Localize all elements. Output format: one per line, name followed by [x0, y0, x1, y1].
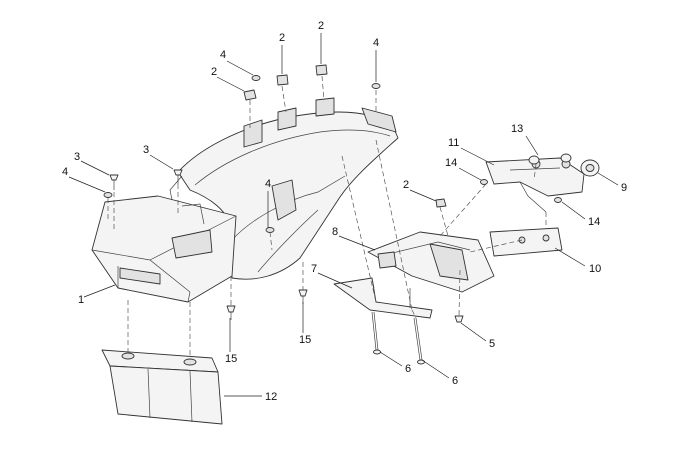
callout-number-13: 13: [511, 123, 523, 135]
callout-leader-6: [421, 359, 450, 379]
battery-box: [91, 195, 237, 303]
callout-leader-3: [80, 160, 110, 176]
callout-number-3: 3: [143, 144, 149, 156]
callout-number-2: 2: [318, 20, 324, 32]
callout-leader-3: [149, 154, 174, 170]
callout-leader-4: [68, 176, 106, 193]
callout-number-8: 8: [332, 226, 338, 238]
support-bracket: [333, 277, 433, 319]
callout-leader-13: [525, 135, 539, 156]
callout-number-2: 2: [211, 66, 217, 78]
grommet: [580, 159, 600, 177]
callout-leader-2: [409, 189, 437, 202]
callout-leader-7: [317, 272, 353, 289]
signal-bracket: [485, 157, 585, 213]
callout-number-4: 4: [265, 178, 271, 190]
callout-number-10: 10: [589, 263, 601, 275]
callout-number-7: 7: [311, 263, 317, 275]
callout-number-14: 14: [588, 216, 600, 228]
battery-cover: [101, 349, 223, 425]
callout-number-15: 15: [225, 353, 237, 365]
callout-number-6: 6: [405, 363, 411, 375]
callout-number-12: 12: [265, 391, 277, 403]
callout-leader-8: [338, 235, 376, 251]
callout-number-9: 9: [621, 182, 627, 194]
callout-leader-6: [379, 351, 403, 367]
callout-leader-9: [597, 172, 619, 186]
callout-number-5: 5: [489, 338, 495, 350]
callout-number-3: 3: [74, 151, 80, 163]
callout-number-4: 4: [220, 49, 226, 61]
callout-number-1: 1: [78, 294, 84, 306]
callout-number-14: 14: [445, 157, 457, 169]
callout-leader-4: [226, 60, 254, 76]
callout-leader-2: [216, 76, 245, 92]
callout-number-4: 4: [373, 37, 379, 49]
callout-number-2: 2: [403, 179, 409, 191]
callout-number-15: 15: [299, 334, 311, 346]
callout-leader-1: [83, 284, 116, 298]
spacers: [528, 153, 572, 165]
callout-number-11: 11: [448, 137, 459, 149]
reflector-plate: [489, 227, 563, 257]
callout-leader-10: [554, 247, 586, 267]
callout-leader-14: [458, 167, 482, 181]
callout-leader-5: [460, 322, 487, 342]
callout-number-6: 6: [452, 375, 458, 387]
plate-holder: [367, 231, 495, 293]
assembly-lines: [107, 75, 547, 358]
callout-leader-14: [561, 201, 586, 220]
callout-number-2: 2: [279, 32, 285, 44]
callout-leader-11: [460, 147, 495, 166]
callout-leaders: [68, 33, 619, 397]
callout-number-4: 4: [62, 166, 68, 178]
